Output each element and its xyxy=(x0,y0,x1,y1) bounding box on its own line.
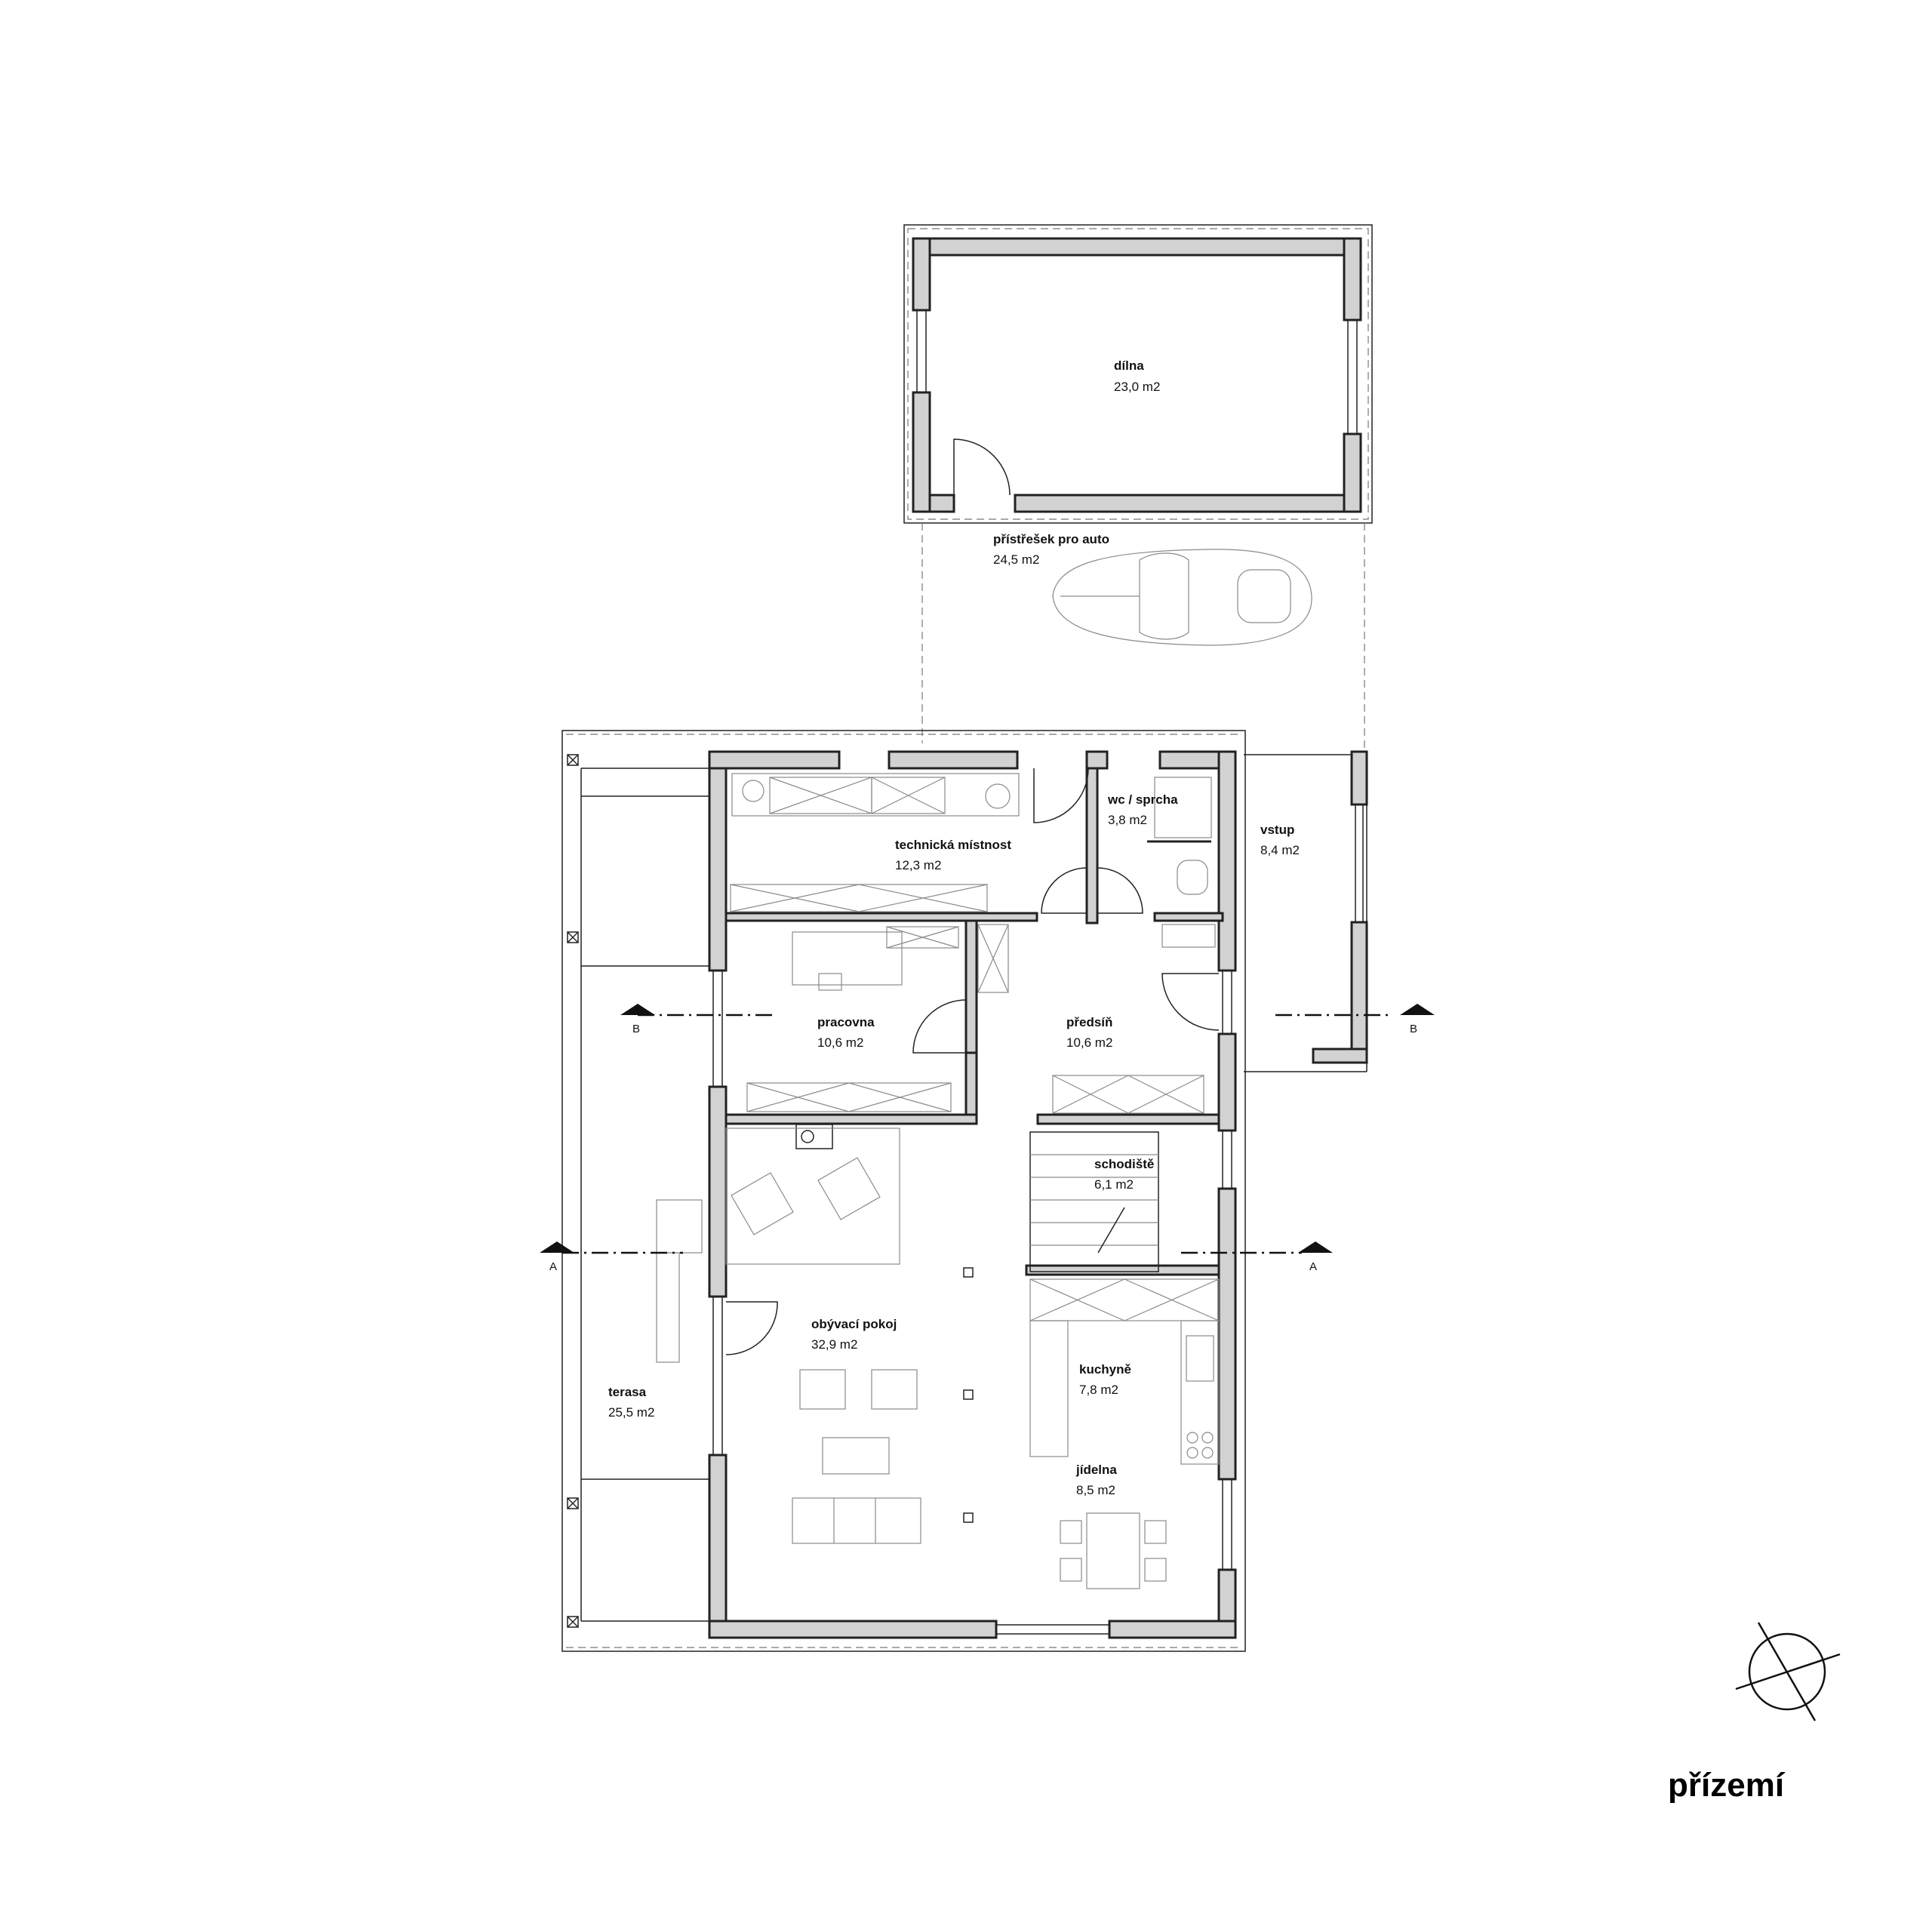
room-wc-area: 3,8 m2 xyxy=(1108,813,1147,827)
staircase xyxy=(1029,1131,1159,1272)
room-terasa-name: terasa xyxy=(608,1385,647,1399)
room-pristresek-name: přístřešek pro auto xyxy=(993,532,1109,546)
wall-west-south xyxy=(708,1454,728,1639)
room-pracovna-name: pracovna xyxy=(817,1015,875,1029)
room-jidelna-area: 8,5 m2 xyxy=(1076,1483,1115,1497)
room-jidelna-name: jídelna xyxy=(1075,1463,1117,1477)
wall-east-north xyxy=(1217,750,1237,972)
section-line-b: B B xyxy=(620,1004,1435,1035)
room-technicka-name: technická místnost xyxy=(895,838,1011,852)
north-arrow-icon xyxy=(1735,1622,1841,1721)
car-icon xyxy=(1052,549,1312,646)
room-technicka-area: 12,3 m2 xyxy=(895,858,941,872)
terrace xyxy=(567,754,709,1628)
room-pracovna-area: 10,6 m2 xyxy=(817,1035,863,1050)
floor-title: přízemí xyxy=(1668,1767,1786,1804)
section-line-a: A A xyxy=(540,1241,1333,1273)
room-predsin-area: 10,6 m2 xyxy=(1066,1035,1112,1050)
room-schodiste-name: schodiště xyxy=(1094,1157,1154,1171)
room-vstup-name: vstup xyxy=(1260,823,1294,837)
section-b-label-left: B xyxy=(632,1023,640,1035)
wall-east-south xyxy=(1217,1187,1237,1481)
wall-west-mid xyxy=(708,1085,728,1298)
section-a-label-left: A xyxy=(549,1260,557,1273)
room-obyvaci-name: obývací pokoj xyxy=(811,1317,897,1331)
terrace-post-2 xyxy=(567,931,579,943)
room-vstup-area: 8,4 m2 xyxy=(1260,843,1300,857)
room-terasa-area: 25,5 m2 xyxy=(608,1405,654,1420)
main-house xyxy=(561,730,1246,1652)
room-wc-name: wc / sprcha xyxy=(1107,792,1178,807)
workshop-building xyxy=(903,224,1373,524)
room-dilna-name: dílna xyxy=(1114,358,1144,373)
room-kuchyne-name: kuchyně xyxy=(1079,1362,1131,1377)
wall-west-north xyxy=(708,750,728,972)
section-b-label-right: B xyxy=(1410,1023,1417,1035)
room-pristresek-area: 24,5 m2 xyxy=(993,552,1039,567)
carport xyxy=(921,523,1365,755)
section-a-label-right: A xyxy=(1309,1260,1317,1273)
entrance-shelter xyxy=(1244,750,1368,1072)
terrace-post-3 xyxy=(567,1497,579,1509)
room-obyvaci-area: 32,9 m2 xyxy=(811,1337,857,1352)
room-dilna-area: 23,0 m2 xyxy=(1114,380,1160,394)
room-predsin-name: předsíň xyxy=(1066,1015,1112,1029)
room-schodiste-area: 6,1 m2 xyxy=(1094,1177,1134,1192)
wall-east-mid xyxy=(1217,1032,1237,1132)
terrace-post-1 xyxy=(567,754,579,766)
terrace-post-4 xyxy=(567,1616,579,1628)
room-kuchyne-area: 7,8 m2 xyxy=(1079,1383,1118,1397)
